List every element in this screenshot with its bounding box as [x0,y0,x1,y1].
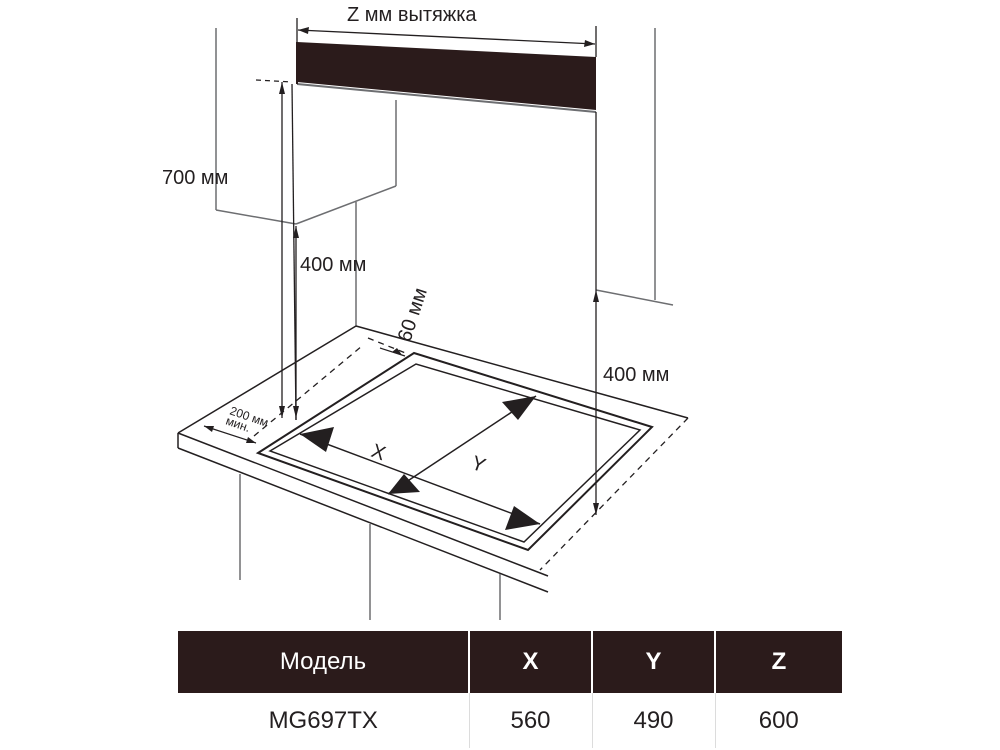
height-dimension-lines [255,79,297,421]
header-z: Z [714,631,842,693]
y-arrow-bottom [388,474,420,494]
specification-table: Модель X Y Z MG697TX 560 490 600 [178,631,842,748]
axis-x-label: X [368,440,388,465]
side-gap-arrow-left [204,426,214,432]
side-gap-arrow-right [246,437,256,443]
cell-model: MG697TX [268,706,378,734]
cooker-hood [296,42,597,113]
hood-width-dimension [296,18,597,57]
hob-inner [268,363,642,543]
installation-diagram: Z мм вытяжка 700 мм 400 мм 400 мм [162,4,689,620]
header-model: Модель [178,631,469,693]
depth-gap-label: 60 мм [394,285,432,344]
x-dimension-line [299,433,541,525]
base-cabinet [239,474,501,620]
x-arrow-right [505,506,540,530]
cell-y: 490 [591,693,715,748]
right-height-label: 400 мм [603,364,669,386]
y-arrow-top [502,396,536,420]
countertop [177,325,689,593]
cell-z: 600 [714,693,842,748]
table-row: MG697TX 560 490 600 [178,693,842,748]
right-height-arrow-bottom [593,503,599,515]
hood-height-arrow-bottom [293,406,299,418]
cell-x: 560 [468,693,592,748]
cutout-projection [253,337,689,571]
z-arrow-left [298,27,309,34]
cabinet-height-label: 700 мм [162,167,228,189]
height-arrow-top [279,82,285,94]
hood-height-arrow-top [293,226,299,238]
right-wall [595,28,674,306]
axis-y-label: Y [468,452,488,477]
z-arrow-right [584,40,595,47]
hood-height-label: 400 мм [300,254,366,276]
header-y: Y [591,631,715,693]
header-x: X [468,631,592,693]
hob-outer [255,351,654,552]
depth-gap-arrow [392,348,402,355]
table-header-row: Модель X Y Z [178,631,842,693]
hood-width-label: Z мм вытяжка [347,4,477,26]
right-height-arrow-top [593,290,599,302]
wall-cabinet [215,28,397,225]
x-arrow-left [300,427,334,452]
